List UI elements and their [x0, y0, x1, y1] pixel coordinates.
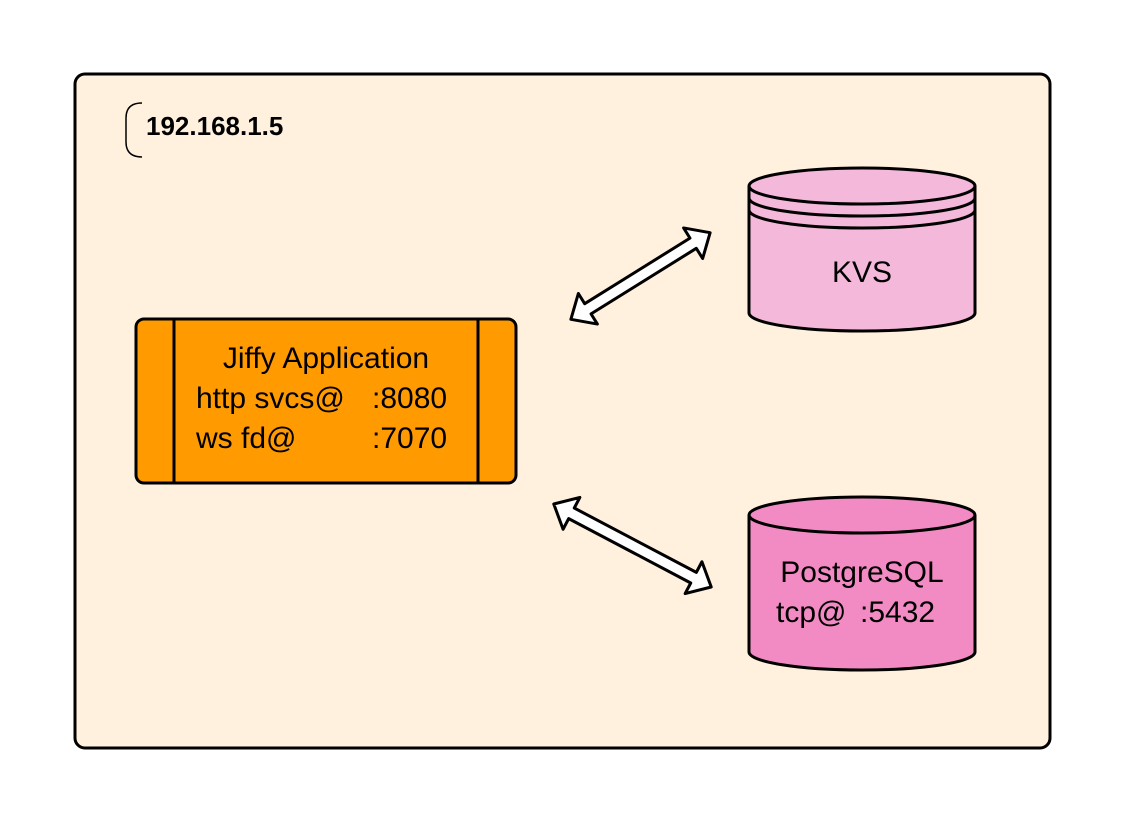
arrow-app-kvs-shape: [569, 226, 712, 326]
arrow-app-postgres-shape: [552, 495, 713, 596]
app-http-label: http svcs@: [196, 382, 345, 415]
postgres-port: :5432: [860, 596, 935, 629]
kvs-cylinder-ring-1: [747, 197, 977, 218]
app-ws-label: ws fd@: [195, 422, 296, 455]
postgres-cylinder-body: [747, 515, 977, 672]
postgres-name: PostgreSQL: [780, 556, 943, 589]
postgresql-database-node: PostgreSQL tcp@ :5432: [747, 495, 977, 672]
app-box: [134, 317, 518, 485]
kvs-cylinder-ring-2: [747, 209, 977, 230]
kvs-label: KVS: [832, 256, 892, 289]
app-ws-port: :7070: [372, 422, 447, 455]
postgres-cylinder-top: [747, 495, 977, 535]
kvs-database-node: KVS: [747, 166, 977, 333]
arrow-app-kvs: [569, 226, 712, 326]
app-http-port: :8080: [372, 382, 447, 415]
postgres-protocol: tcp@: [776, 596, 846, 629]
host-ip-label: 192.168.1.5: [146, 111, 283, 141]
arrow-app-postgres: [552, 495, 713, 596]
jiffy-application-node: Jiffy Application http svcs@ :8080 ws fd…: [134, 317, 518, 485]
kvs-cylinder-top: [747, 166, 977, 206]
host-label-bracket: [125, 102, 143, 158]
kvs-cylinder-body: [747, 186, 977, 333]
app-name: Jiffy Application: [223, 342, 429, 375]
